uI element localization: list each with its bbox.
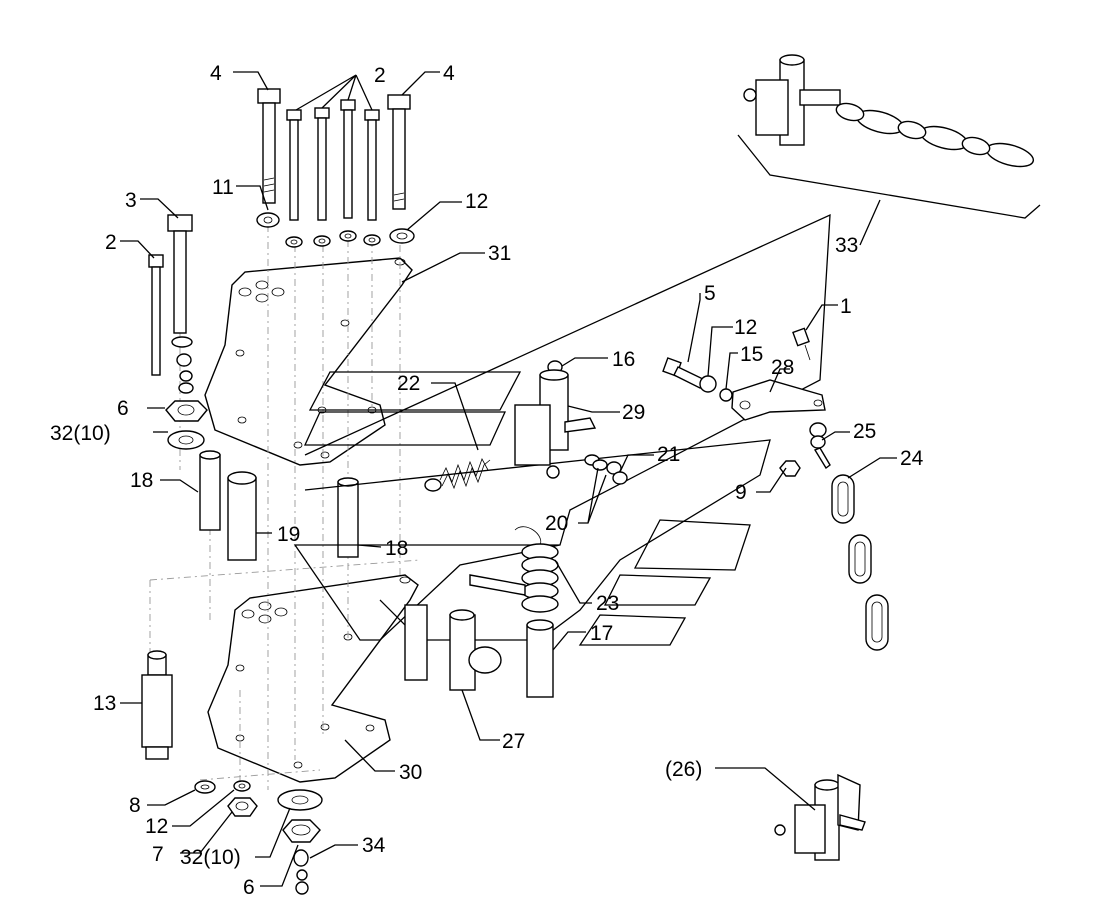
lower-plate	[207, 574, 419, 783]
assembly-26	[774, 773, 866, 861]
callout-11: 11	[212, 176, 234, 199]
callout-16: 16	[612, 348, 635, 371]
upper-plate	[204, 257, 413, 466]
callout-8: 8	[129, 794, 141, 817]
callout-2: 2	[374, 64, 386, 87]
callout-2: 2	[105, 231, 117, 254]
nut-9	[779, 460, 801, 477]
callout-29: 29	[622, 401, 645, 424]
drawbar-frame	[293, 213, 831, 646]
spring-22	[424, 458, 491, 492]
link-assembly	[662, 327, 826, 421]
callout-27: 27	[502, 730, 525, 753]
callout-34: 34	[362, 834, 386, 857]
latch-29	[514, 360, 597, 479]
lower-fasteners-left	[194, 780, 258, 817]
callout-28: 28	[771, 356, 794, 379]
nut-6-top	[165, 400, 208, 422]
assembly-33	[737, 54, 1041, 219]
callout-4: 4	[443, 62, 455, 85]
bolts-2-row	[286, 99, 380, 221]
callout-17: 17	[590, 622, 613, 645]
callout-12: 12	[465, 190, 488, 213]
bushing-18-left	[199, 450, 221, 531]
callout-26: (26)	[665, 758, 702, 781]
callout-25: 25	[853, 420, 876, 443]
callout-7: 7	[152, 843, 164, 866]
bolt-4-left	[257, 88, 281, 204]
bolt-2-left	[148, 254, 164, 376]
callout-9: 9	[735, 481, 747, 504]
callout-23: 23	[596, 592, 619, 615]
callout-labels: 4 2 4 11 12 3 2 31 33 5 1 12 15 16 28 22…	[50, 62, 924, 899]
shackle-25	[809, 422, 831, 470]
callout-4: 4	[210, 62, 222, 85]
callout-1: 1	[840, 295, 852, 318]
callout-13: 13	[93, 692, 116, 715]
spring-23	[469, 526, 559, 613]
callout-32-10: 32(10)	[180, 846, 241, 869]
pin-13	[141, 650, 173, 760]
lower-fasteners-center	[277, 789, 323, 895]
grease-nipple-stack-top	[171, 336, 194, 394]
callout-12: 12	[145, 815, 168, 838]
bushing-18-right	[337, 477, 359, 558]
chain-24	[831, 474, 889, 651]
pin-17	[526, 619, 554, 698]
callout-24: 24	[900, 447, 924, 470]
callout-5: 5	[704, 282, 716, 305]
callout-21: 21	[657, 443, 680, 466]
callout-18: 18	[130, 469, 153, 492]
pin-27	[404, 604, 502, 691]
callout-31: 31	[488, 242, 511, 265]
callout-20: 20	[545, 512, 568, 535]
callout-6: 6	[117, 397, 129, 420]
callout-22: 22	[397, 372, 420, 395]
callout-18: 18	[385, 537, 408, 560]
callout-32-10: 32(10)	[50, 422, 111, 445]
washers-row	[256, 212, 415, 248]
bolt-4-right	[387, 94, 411, 210]
callout-6: 6	[243, 876, 255, 899]
callout-33: 33	[835, 234, 858, 257]
washer-32-top	[167, 430, 205, 450]
bolt-3	[167, 214, 193, 334]
callout-19: 19	[277, 523, 300, 546]
callout-15: 15	[740, 343, 763, 366]
bushing-19	[227, 471, 257, 561]
callout-30: 30	[399, 761, 422, 784]
leader-lines	[120, 71, 897, 887]
callout-12: 12	[734, 316, 757, 339]
callout-3: 3	[125, 189, 137, 212]
